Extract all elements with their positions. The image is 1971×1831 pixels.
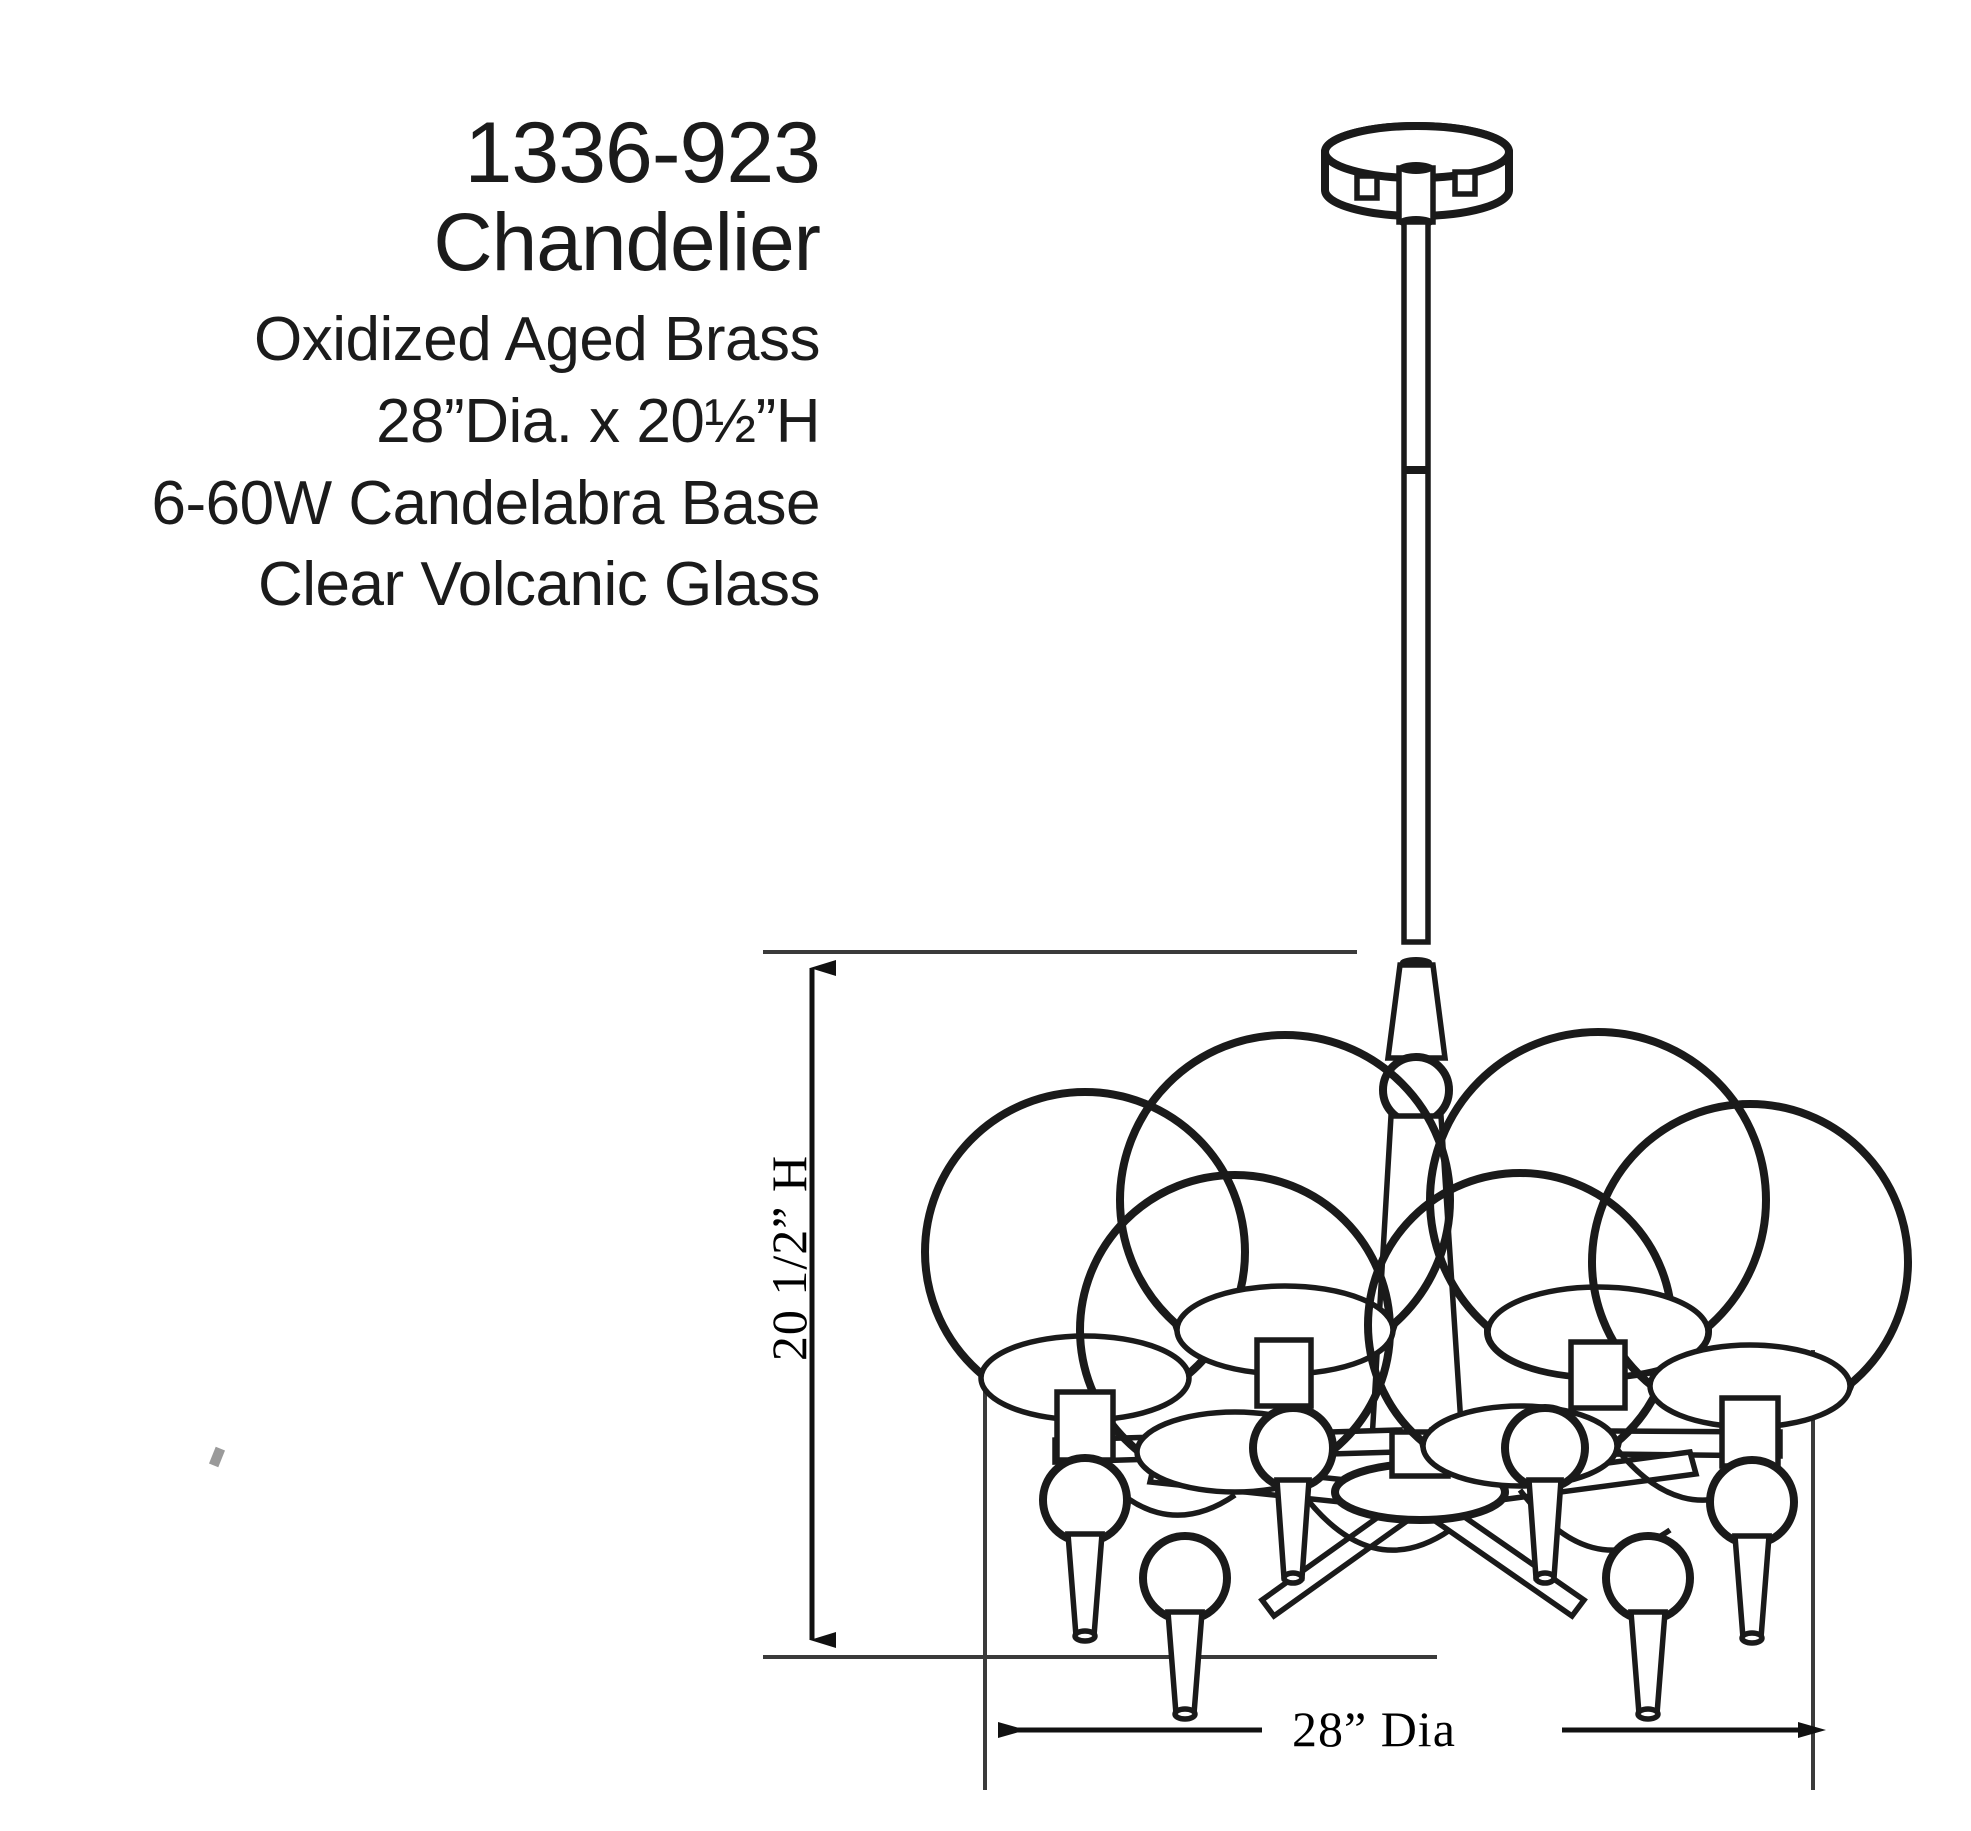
center-sphere <box>1379 1053 1453 1127</box>
finial-5 <box>1628 1609 1668 1717</box>
finial-1 <box>1065 1531 1105 1639</box>
cone-upper <box>1384 962 1449 1061</box>
finish-line: Oxidized Aged Brass <box>253 304 821 374</box>
diameter-dimension-label: 28” Dia <box>1292 1701 1456 1757</box>
diameter-dimension <box>983 1350 1826 1790</box>
ball-4 <box>1501 1404 1589 1492</box>
height-dimension <box>763 950 1437 1659</box>
downrod-stem <box>1400 219 1432 967</box>
socket-6 <box>1719 1395 1781 1469</box>
dimensions-line: 28”Dia. x 20½”H <box>376 386 820 456</box>
lamping-line: 6-60W Candelabra Base <box>151 468 821 538</box>
canopy-collar-top-ring <box>1398 162 1434 174</box>
finial-6 <box>1732 1533 1772 1641</box>
finial-tip-2 <box>1172 1706 1198 1722</box>
canopy-tab-left <box>1354 173 1380 201</box>
socket-3 <box>1254 1337 1314 1409</box>
model-number: 1336-923 <box>464 105 821 201</box>
socket-1 <box>1054 1389 1116 1463</box>
globe-top-right <box>1426 1028 1770 1381</box>
finial-tip-3 <box>1281 1570 1305 1586</box>
finial-3 <box>1274 1477 1312 1581</box>
finial-tip-6 <box>1739 1630 1765 1646</box>
finial-tip-5 <box>1635 1706 1661 1722</box>
finial-tip-4 <box>1533 1570 1557 1586</box>
finial-4 <box>1526 1477 1564 1581</box>
ball-2 <box>1139 1532 1231 1624</box>
ball-1 <box>1039 1454 1131 1546</box>
arm-finials <box>1039 1404 1798 1722</box>
saddle-mid-left <box>1297 1488 1452 1553</box>
ball-6 <box>1706 1456 1798 1548</box>
glass-line: Clear Volcanic Glass <box>257 550 821 620</box>
ball-3 <box>1249 1404 1337 1492</box>
finial-2 <box>1165 1609 1205 1717</box>
ball-5 <box>1602 1532 1694 1624</box>
socket-5 <box>1568 1339 1628 1411</box>
canopy-collar <box>1396 165 1436 225</box>
finial-tip-1 <box>1072 1628 1098 1644</box>
specification-text-block: 1336-923 Chandelier Oxidized Aged Brass … <box>0 105 821 626</box>
stem-rod <box>1401 219 1431 945</box>
canopy-tab-right <box>1452 169 1478 197</box>
ceiling-canopy <box>1321 122 1513 228</box>
product-name: Chandelier <box>433 196 821 288</box>
